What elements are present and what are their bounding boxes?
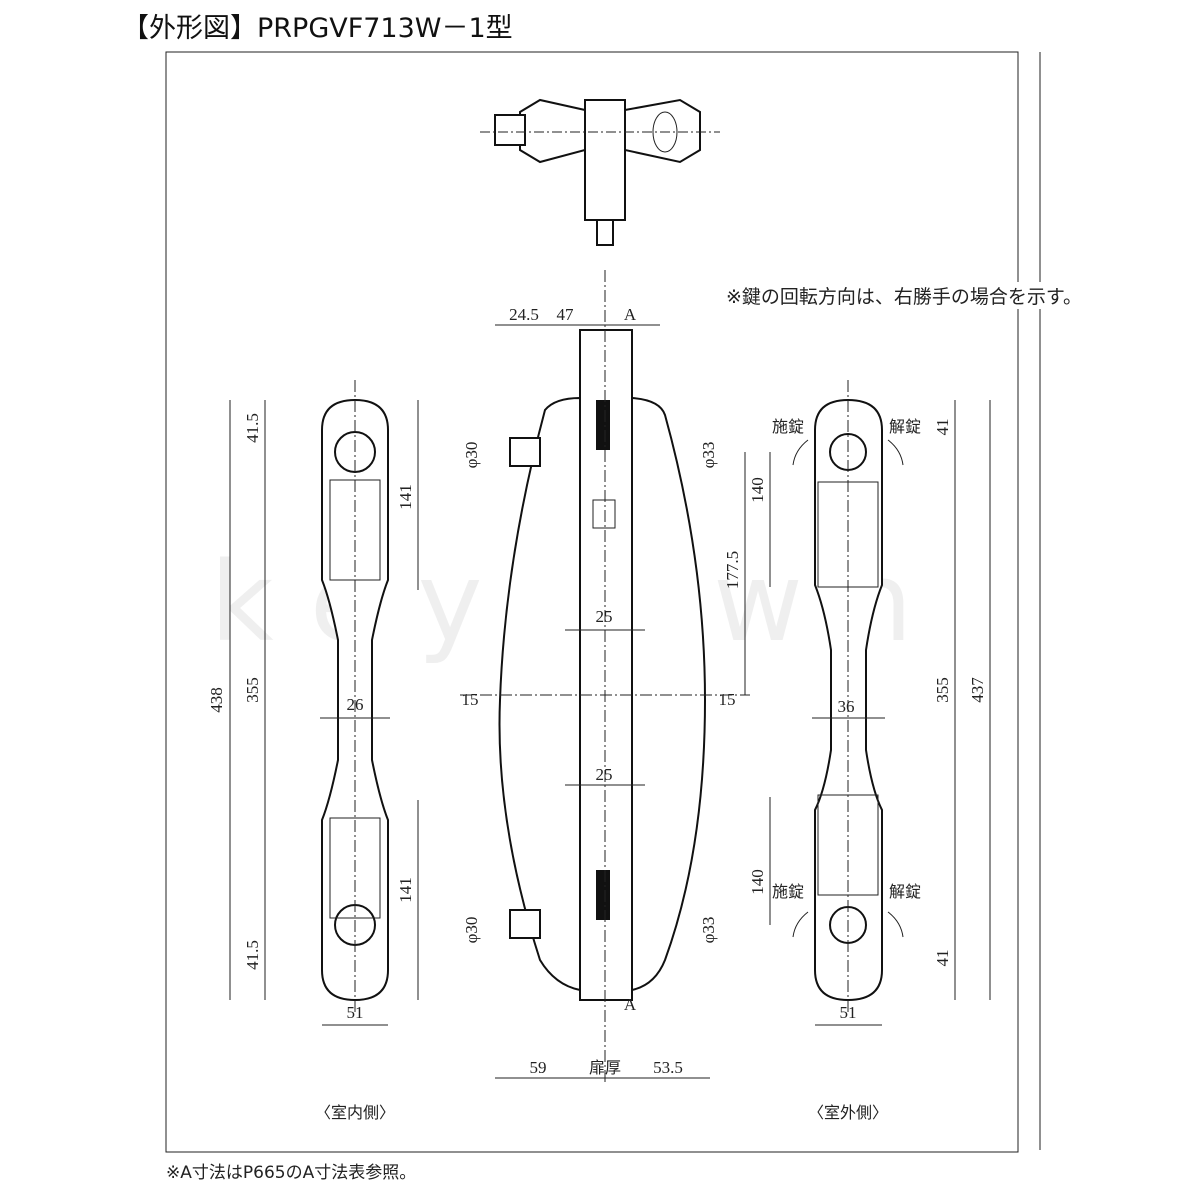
dim-inside-upper-grip: 141: [396, 484, 415, 510]
dim-outside-upper-span: 177.5: [723, 551, 742, 589]
dim-center-25-top: 25: [596, 607, 613, 626]
dim-inside-lower-grip: 141: [396, 877, 415, 903]
dim-outside-overall: 437: [968, 677, 987, 703]
dim-phi30-top: φ30: [462, 442, 481, 469]
drawing-frame: [165, 51, 1019, 1153]
dim-proj-left: 15: [462, 690, 479, 709]
outside-handle-drawing: [792, 380, 904, 1015]
dim-door-thickness: 扉厚: [589, 1058, 621, 1077]
unlock-label-top: 解錠: [889, 417, 921, 436]
dim-inside-top-cap: 41.5: [243, 413, 262, 443]
dim-outside-bottom-cap: 41: [933, 950, 952, 967]
dim-outside-lower-grip: 140: [748, 869, 767, 895]
inside-handle-drawing: [321, 380, 389, 1015]
center-side-view: [460, 270, 750, 1085]
dim-phi33-bottom: φ33: [699, 917, 718, 944]
rotation-note: ※鍵の回転方向は、右勝手の場合を示す。: [724, 282, 1085, 309]
dim-center-25-bottom: 25: [596, 765, 613, 784]
dim-outside-pitch: 355: [933, 677, 952, 703]
dim-center-a-bottom: A: [624, 995, 637, 1014]
lock-label-top: 施錠: [772, 417, 804, 436]
unlock-arrow-icon: [887, 911, 904, 938]
dim-outside-width-mid: 36: [838, 697, 855, 716]
dim-left-depth: 59: [530, 1058, 547, 1077]
outside-dimensions: 41 140 177.5 355 437 36 140 41 51: [723, 400, 991, 1026]
lock-arrow-icon: [792, 911, 809, 938]
inside-caption: 〈室内側〉: [315, 1103, 395, 1122]
dim-phi33-top: φ33: [699, 442, 718, 469]
unlock-label-bottom: 解錠: [889, 882, 921, 901]
dim-center-24-5: 24.5: [509, 305, 539, 324]
dim-phi30-bottom: φ30: [462, 917, 481, 944]
lock-arrow-icon: [792, 439, 809, 466]
dim-outside-width: 51: [840, 1003, 857, 1022]
inside-dimensions: 41.5 141 438 355 26 141 41.5 51: [207, 400, 419, 1026]
center-dimensions: 24.5 47 A φ30 φ33 25 15 15 25 φ30 φ33 A …: [462, 305, 736, 1079]
dim-proj-right: 15: [719, 690, 736, 709]
a-dimension-note: ※A寸法はP665のA寸法表参照。: [166, 1163, 417, 1183]
outside-caption: 〈室外側〉: [808, 1103, 888, 1122]
dim-inside-bottom-cap: 41.5: [243, 940, 262, 970]
unlock-arrow-icon: [887, 439, 904, 466]
dim-inside-width-mid: 26: [347, 695, 364, 714]
dim-inside-pitch: 355: [243, 677, 262, 703]
dim-outside-upper-grip: 140: [748, 477, 767, 503]
dim-inside-overall: 438: [207, 687, 226, 713]
drawing-title: 【外形図】PRPGVF713W－1型: [122, 13, 513, 44]
dim-inside-width: 51: [347, 1003, 364, 1022]
dim-outside-top-cap: 41: [933, 419, 952, 436]
top-plan-view: [480, 98, 720, 246]
lock-label-bottom: 施錠: [772, 882, 804, 901]
dim-right-depth: 53.5: [653, 1058, 683, 1077]
dim-center-47: 47: [557, 305, 575, 324]
dim-center-a-top: A: [624, 305, 637, 324]
